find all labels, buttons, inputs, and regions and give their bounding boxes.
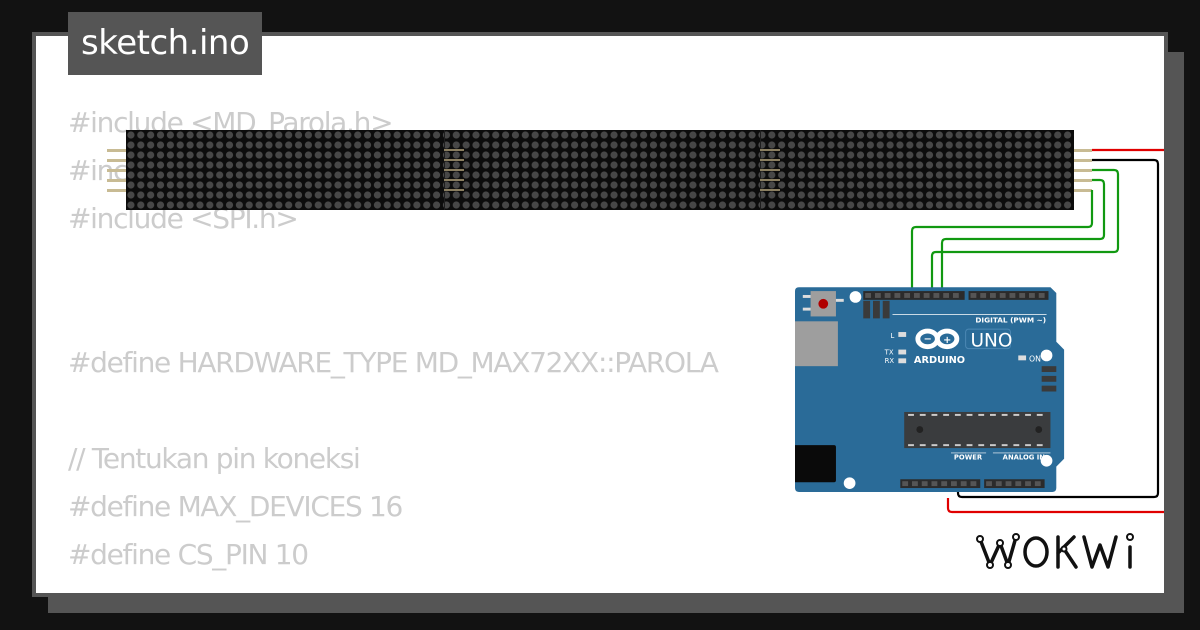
module-connector-pin xyxy=(760,169,780,171)
file-title-tab[interactable]: sketch.ino xyxy=(68,12,263,75)
module-connector-pin xyxy=(760,159,780,161)
arduino-uno-board[interactable]: DIGITAL (PWM ~) − + ARDUINO UNO L TX RX … xyxy=(795,287,1068,497)
module-connector-pin xyxy=(760,189,780,191)
matrix-pin-gnd[interactable] xyxy=(1074,159,1092,162)
power-jack xyxy=(795,445,836,483)
usb-port xyxy=(795,321,838,367)
code-line: #define CS_PIN 10 xyxy=(68,538,309,571)
module-connector-pin xyxy=(444,169,464,171)
preview-panel: #include <MD_Parola.h> #inc #include <SP… xyxy=(32,32,1168,597)
arduino-brand: ARDUINO xyxy=(914,355,965,366)
svg-text:−: − xyxy=(924,334,932,345)
matrix-input-pin[interactable] xyxy=(107,189,127,192)
model-label: UNO xyxy=(971,331,1013,352)
svg-text:ON: ON xyxy=(1029,354,1041,363)
wire-cs xyxy=(940,178,1106,293)
analog-header xyxy=(984,479,1045,489)
arduino-logo-icon xyxy=(915,328,960,350)
matrix-pin-vcc[interactable] xyxy=(1074,149,1092,152)
wire-clk xyxy=(910,190,1094,293)
module-connector-pin xyxy=(444,189,464,191)
svg-text:RX: RX xyxy=(885,357,895,365)
code-line: #define HARDWARE_TYPE MD_MAX72XX::PAROLA xyxy=(68,346,719,379)
atmega-chip xyxy=(904,411,1051,449)
wire-vcc-5v xyxy=(946,498,1164,514)
svg-text:ANALOG IN: ANALOG IN xyxy=(1003,454,1046,462)
matrix-pin-clk[interactable] xyxy=(1074,189,1092,192)
code-line: // Tentukan pin koneksi xyxy=(68,442,361,475)
matrix-input-pin[interactable] xyxy=(107,179,127,182)
wire-din xyxy=(930,168,1120,293)
matrix-pin-din[interactable] xyxy=(1074,169,1092,172)
module-connector-pin xyxy=(760,149,780,151)
matrix-pin-cs[interactable] xyxy=(1074,179,1092,182)
power-header xyxy=(900,479,981,489)
svg-text:TX: TX xyxy=(884,348,894,356)
matrix-input-pin[interactable] xyxy=(107,159,127,162)
svg-text:+: + xyxy=(943,335,951,346)
module-connector-pin xyxy=(444,159,464,161)
module-connector-pin xyxy=(444,179,464,181)
matrix-input-pin[interactable] xyxy=(107,149,127,152)
svg-text:POWER: POWER xyxy=(954,454,983,462)
wire-gnd xyxy=(956,158,1160,499)
svg-text:L: L xyxy=(891,332,895,340)
digital-header-2 xyxy=(968,291,1049,300)
wokwi-logo xyxy=(976,533,1134,569)
digital-label: DIGITAL (PWM ~) xyxy=(975,315,1046,324)
led-matrix-display[interactable] xyxy=(126,130,1074,210)
module-connector-pin xyxy=(760,179,780,181)
matrix-input-pin[interactable] xyxy=(107,169,127,172)
module-connector-pin xyxy=(444,149,464,151)
wiring-layer xyxy=(910,148,1164,514)
code-line: #define MAX_DEVICES 16 xyxy=(68,490,403,523)
